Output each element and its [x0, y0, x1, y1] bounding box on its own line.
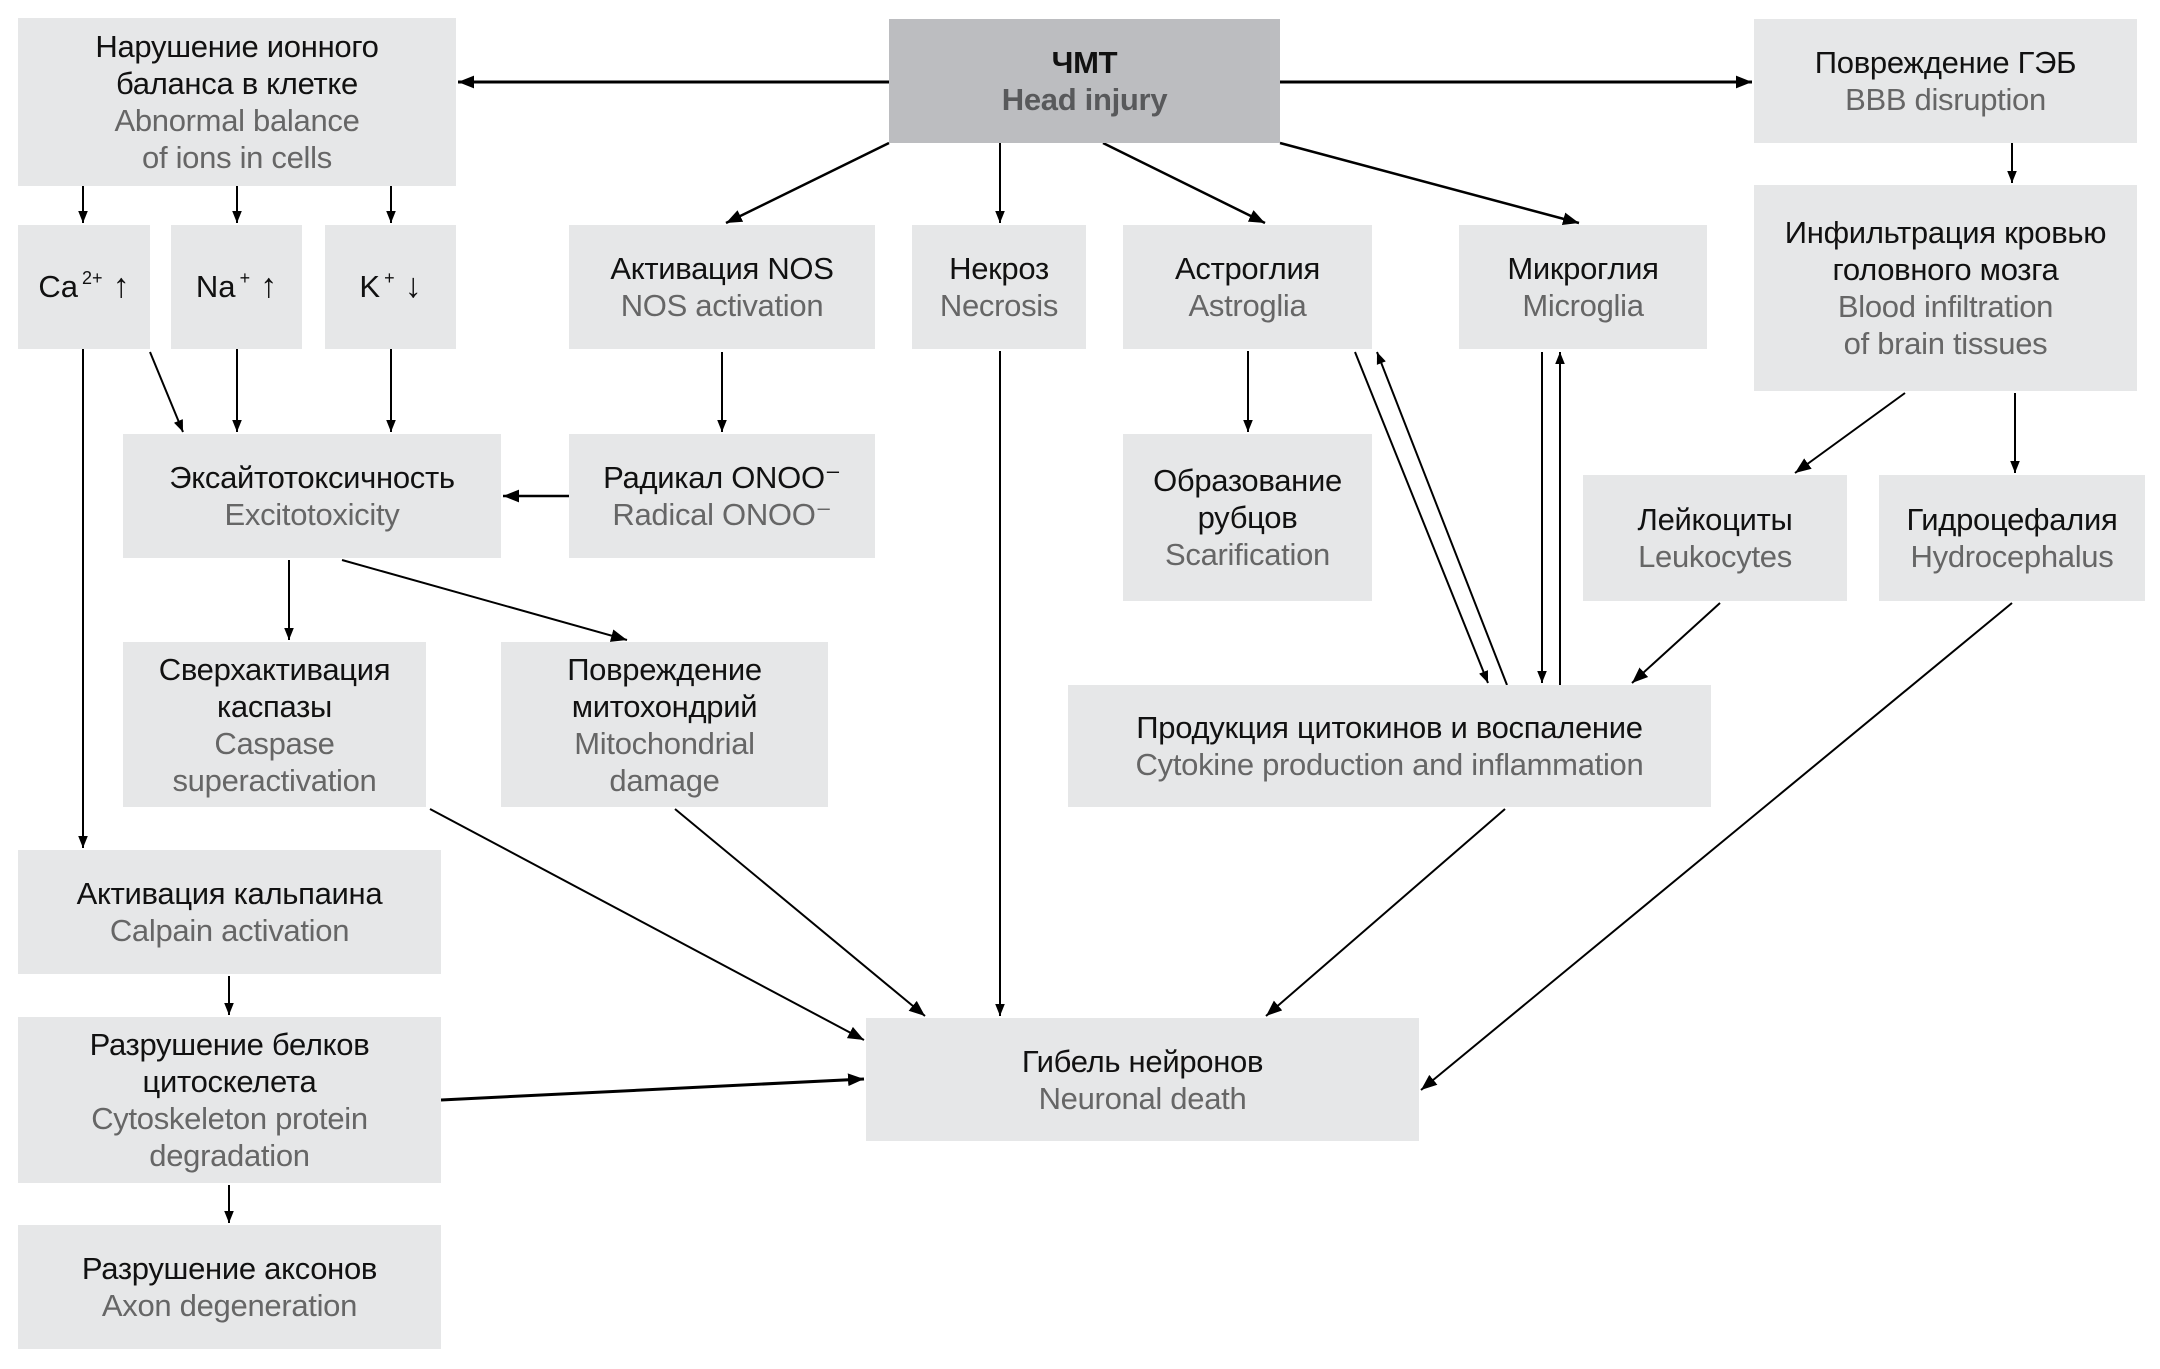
node-axon-ru: Разрушение аксонов	[81, 1251, 378, 1286]
node-astroglia: Астроглия Astroglia	[1123, 225, 1372, 349]
node-nos-ru: Активация NOS	[610, 251, 834, 286]
node-astroglia-ru: Астроглия	[1175, 251, 1320, 286]
node-head-injury-ru: ЧМТ	[1051, 45, 1118, 80]
k-label: K+ ↓	[359, 269, 421, 305]
node-infiltration-en: Blood infiltration of brain tissues	[1837, 289, 2054, 361]
node-ion-balance: Нарушение ионного баланса в клетке Abnor…	[18, 18, 456, 186]
node-onoo-en: Radical ONOO⁻	[612, 497, 832, 532]
ca-symbol: Ca	[38, 269, 79, 304]
node-infiltration: Инфильтрация кровью головного мозга Bloo…	[1754, 185, 2137, 391]
node-calpain-en: Calpain activation	[109, 913, 350, 948]
edge-astroglia-to-cytokine	[1354, 351, 1489, 684]
node-excitotoxicity: Эксайтотоксичность Excitotoxicity	[123, 434, 501, 558]
node-head-injury-en: Head injury	[1001, 82, 1168, 117]
arrow-down-icon: ↓	[404, 267, 422, 305]
node-bbb: Повреждение ГЭБ BBB disruption	[1754, 19, 2137, 143]
node-cytoskeleton: Разрушение белков цитоскелета Cytoskelet…	[18, 1017, 441, 1183]
node-microglia-en: Microglia	[1522, 288, 1644, 323]
arrow-up-icon: ↑	[112, 267, 130, 305]
node-bbb-en: BBB disruption	[1845, 82, 2046, 117]
edge-leukocytes-to-cytokine	[1631, 602, 1721, 684]
node-caspase: Сверхактивация каспазы Caspase superacti…	[123, 642, 426, 807]
node-leukocytes-en: Leukocytes	[1638, 539, 1792, 574]
node-microglia-ru: Микроглия	[1507, 251, 1659, 286]
node-hydrocephalus-ru: Гидроцефалия	[1906, 502, 2118, 537]
edge-mito-to-neuronal-death	[674, 808, 926, 1017]
node-astroglia-en: Astroglia	[1188, 288, 1307, 323]
edge-head-injury-to-astroglia	[1102, 141, 1266, 225]
edge-cytokine-to-astroglia	[1376, 351, 1508, 686]
edge-infiltration-to-leukocytes	[1794, 392, 1906, 474]
node-scar-ru: Образование рубцов	[1153, 463, 1342, 535]
node-cytokine-ru: Продукция цитокинов и воспаление	[1136, 710, 1643, 745]
arrow-up-icon: ↑	[260, 267, 278, 305]
node-nos-en: NOS activation	[620, 288, 824, 323]
node-necrosis-en: Necrosis	[939, 288, 1059, 323]
edge-hydrocephalus-to-neuronal-death	[1420, 602, 2013, 1091]
node-axon-en: Axon degeneration	[101, 1288, 358, 1323]
node-excitotoxicity-ru: Эксайтотоксичность	[169, 460, 455, 495]
k-symbol: K	[359, 269, 381, 304]
node-infiltration-ru: Инфильтрация кровью головного мозга	[1784, 215, 2107, 287]
node-cytokine-en: Cytokine production and inflammation	[1135, 747, 1644, 782]
node-head-injury: ЧМТ Head injury	[889, 19, 1280, 143]
na-symbol: Na	[195, 269, 236, 304]
node-scar-en: Scarification	[1165, 537, 1330, 572]
ca-charge: 2+	[82, 268, 103, 288]
node-cytoskeleton-en: Cytoskeleton protein degradation	[91, 1101, 368, 1173]
node-mito-ru: Повреждение митохондрий	[567, 651, 762, 724]
node-onoo: Радикал ONOO⁻ Radical ONOO⁻	[569, 434, 875, 558]
node-cytokine: Продукция цитокинов и воспаление Cytokin…	[1068, 685, 1711, 807]
node-hydrocephalus-en: Hydrocephalus	[1910, 539, 2114, 574]
na-charge: +	[239, 268, 251, 288]
node-nos: Активация NOS NOS activation	[569, 225, 875, 349]
node-scar: Образование рубцов Scarification	[1123, 434, 1372, 601]
edge-ca-to-excitotoxicity	[149, 351, 184, 433]
node-excitotoxicity-en: Excitotoxicity	[224, 497, 400, 532]
node-k: K+ ↓	[325, 225, 456, 349]
node-leukocytes: Лейкоциты Leukocytes	[1583, 475, 1847, 601]
node-neuronal-death-ru: Гибель нейронов	[1021, 1043, 1264, 1079]
node-ion-balance-en: Abnormal balance of ions in cells	[114, 103, 360, 175]
node-na: Na+ ↑	[171, 225, 302, 349]
node-neuronal-death-en: Neuronal death	[1038, 1080, 1247, 1116]
node-leukocytes-ru: Лейкоциты	[1637, 502, 1793, 537]
node-bbb-ru: Повреждение ГЭБ	[1814, 45, 2077, 80]
node-necrosis-ru: Некроз	[949, 251, 1049, 286]
node-hydrocephalus: Гидроцефалия Hydrocephalus	[1879, 475, 2145, 601]
node-ion-balance-ru: Нарушение ионного баланса в клетке	[95, 29, 379, 101]
node-caspase-en: Caspase superactivation	[172, 725, 377, 798]
k-charge: +	[384, 268, 395, 288]
edge-excitotoxicity-to-mito	[341, 559, 628, 642]
node-mito-en: Mitochondrial damage	[574, 725, 755, 798]
node-microglia: Микроглия Microglia	[1459, 225, 1707, 349]
node-cytoskeleton-ru: Разрушение белков цитоскелета	[89, 1027, 370, 1099]
node-caspase-ru: Сверхактивация каспазы	[158, 651, 391, 724]
edge-cytokine-to-neuronal-death	[1265, 808, 1506, 1017]
edge-head-injury-to-nos	[725, 141, 890, 225]
edge-cytoskeleton-to-neuronal-death	[440, 1073, 865, 1102]
node-mito: Повреждение митохондрий Mitochondrial da…	[501, 642, 828, 807]
na-label: Na+ ↑	[196, 269, 277, 305]
node-calpain-ru: Активация кальпаина	[76, 876, 383, 911]
node-necrosis: Некроз Necrosis	[912, 225, 1086, 349]
node-axon: Разрушение аксонов Axon degeneration	[18, 1225, 441, 1349]
node-calpain: Активация кальпаина Calpain activation	[18, 850, 441, 974]
edge-caspase-to-neuronal-death	[429, 808, 865, 1041]
node-onoo-ru: Радикал ONOO⁻	[603, 460, 841, 495]
edge-head-injury-to-microglia	[1279, 141, 1580, 226]
node-neuronal-death: Гибель нейронов Neuronal death	[866, 1018, 1419, 1141]
